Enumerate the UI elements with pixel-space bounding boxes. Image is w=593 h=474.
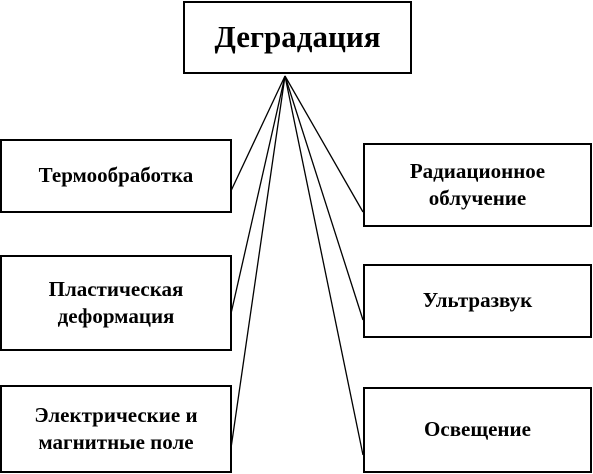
node-ultrasound: Ультразвук	[363, 264, 592, 338]
node-plastic-deformation-line-1: Пластическая	[48, 276, 184, 301]
root-node-degradation: Деградация	[183, 1, 412, 74]
node-electric-magnetic-fields: Электрические и магнитные поле	[0, 385, 232, 473]
node-lighting-line-1: Освещение	[424, 417, 531, 442]
connector-left-3	[229, 75, 286, 456]
node-heat-treatment: Термообработка	[0, 139, 232, 213]
node-plastic-deformation: Пластическая деформация	[0, 255, 232, 351]
node-lighting: Освещение	[363, 387, 592, 473]
connector-left-1	[229, 75, 286, 194]
node-electric-magnetic-fields-line-1: Электрические и	[34, 402, 198, 427]
node-ultrasound-line-1: Ультразвук	[422, 288, 533, 313]
node-plastic-deformation-line-2: деформация	[57, 304, 175, 328]
node-electric-magnetic-fields-line-2: магнитные поле	[38, 430, 194, 454]
node-radiation-exposure-line-1: Радиационное	[409, 158, 546, 183]
connector-left-2	[229, 75, 286, 319]
node-radiation-exposure-line-2: облучение	[428, 186, 527, 210]
root-node-label: Деградация	[214, 19, 381, 55]
connector-right-1	[284, 75, 364, 213]
node-radiation-exposure: Радиационное облучение	[363, 143, 592, 227]
node-heat-treatment-line-1: Термообработка	[38, 163, 194, 188]
connector-right-3	[284, 75, 364, 456]
connector-right-2	[284, 75, 364, 321]
